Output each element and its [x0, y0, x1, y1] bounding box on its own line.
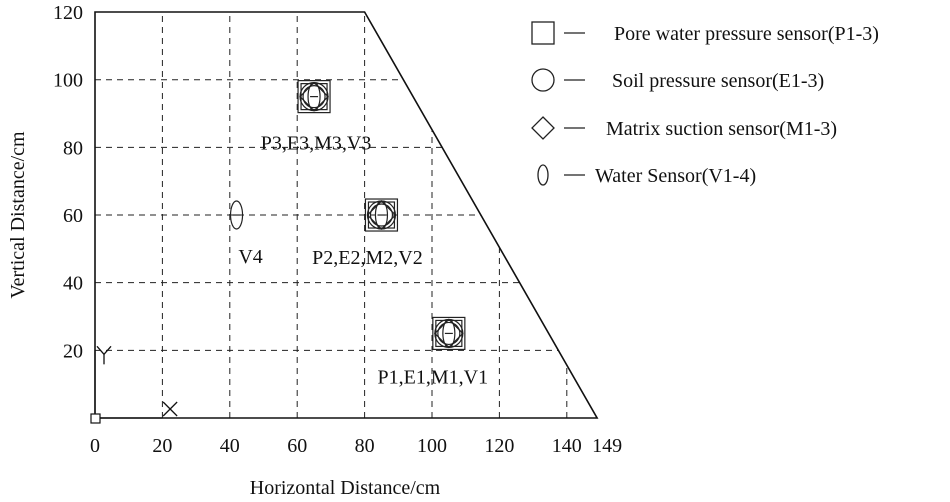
pore-pressure-sensor-icon [432, 316, 466, 351]
sensor-group-label: P3,E3,M3,V3 [261, 133, 372, 155]
legend-item: Pore water pressure sensor(P1-3) [531, 21, 879, 45]
water-sensor-icon [442, 318, 456, 349]
pore-pressure-sensor-icon [364, 198, 399, 232]
legend-label: Water Sensor(V1-4) [595, 165, 756, 187]
sensor-group-label: V4 [238, 246, 262, 268]
soil-pressure-sensor-inner [369, 203, 394, 227]
x-tick-label: 40 [220, 435, 240, 457]
y-marker-stroke [103, 345, 112, 355]
legend-item: Matrix suction sensor(M1-3) [531, 116, 837, 140]
y-tick-label: 20 [63, 340, 83, 362]
sensor-group: V4 [229, 200, 263, 268]
x-tick-label: 0 [90, 435, 100, 457]
x-marker-stroke [162, 401, 178, 417]
soil-pressure-sensor-inner [302, 85, 326, 109]
water-sensor-icon [374, 200, 389, 230]
x-tick-label: 60 [287, 435, 307, 457]
y-tick-label: 120 [53, 2, 83, 24]
circle-icon [531, 68, 555, 92]
x-marker-icon [162, 401, 178, 417]
y-marker-icon [96, 345, 112, 365]
pore-pressure-sensor-inner [367, 201, 396, 229]
sensor-group: P2,E2,M2,V2 [312, 198, 423, 269]
axis-ticks: 0 20 40 60 80 100 120 140 149 20 40 60 80 100 120 [53, 2, 622, 457]
x-tick-label: 149 [592, 435, 622, 457]
x-tick-label: 140 [552, 435, 582, 457]
ellipse-icon [537, 164, 549, 186]
y-tick-label: 40 [63, 273, 83, 295]
pore-pressure-sensor-icon [297, 80, 331, 114]
y-tick-label: 80 [63, 137, 83, 159]
water-sensor-icon [229, 200, 244, 230]
legend-label: Pore water pressure sensor(P1-3) [614, 23, 879, 45]
grid [95, 12, 568, 418]
origin-axes [90, 345, 178, 424]
legend-label: Matrix suction sensor(M1-3) [606, 118, 837, 140]
sensor-group: P1,E1,M1,V1 [378, 316, 489, 388]
x-tick-label: 20 [152, 435, 172, 457]
legend-label: Soil pressure sensor(E1-3) [612, 70, 824, 92]
x-axis-title: Horizontal Distance/cm [250, 477, 441, 499]
soil-pressure-sensor-inner [437, 321, 461, 346]
origin-square [90, 413, 101, 424]
x-tick-label: 100 [417, 435, 447, 457]
pore-pressure-sensor-inner [300, 83, 328, 111]
sensor-group: P3,E3,M3,V3 [261, 80, 372, 155]
water-sensor-icon [307, 82, 321, 112]
legend: Pore water pressure sensor(P1-3) Soil pre… [531, 21, 879, 187]
y-tick-label: 100 [53, 70, 83, 92]
y-tick-label: 60 [63, 205, 83, 227]
y-axis-title: Vertical Distance/cm [7, 131, 29, 299]
legend-item: Soil pressure sensor(E1-3) [531, 68, 824, 92]
slope-boundary [94, 11, 599, 419]
sensor-group-label: P2,E2,M2,V2 [312, 247, 423, 269]
legend-item: Water Sensor(V1-4) [537, 164, 756, 187]
y-marker-stroke [96, 345, 105, 355]
sensor-group-label: P1,E1,M1,V1 [378, 366, 489, 388]
slope-outline [94, 11, 599, 419]
square-icon [531, 21, 555, 45]
diamond-icon [531, 116, 555, 140]
x-tick-label: 80 [355, 435, 375, 457]
pore-pressure-sensor-inner [435, 319, 463, 348]
x-tick-label: 120 [484, 435, 514, 457]
